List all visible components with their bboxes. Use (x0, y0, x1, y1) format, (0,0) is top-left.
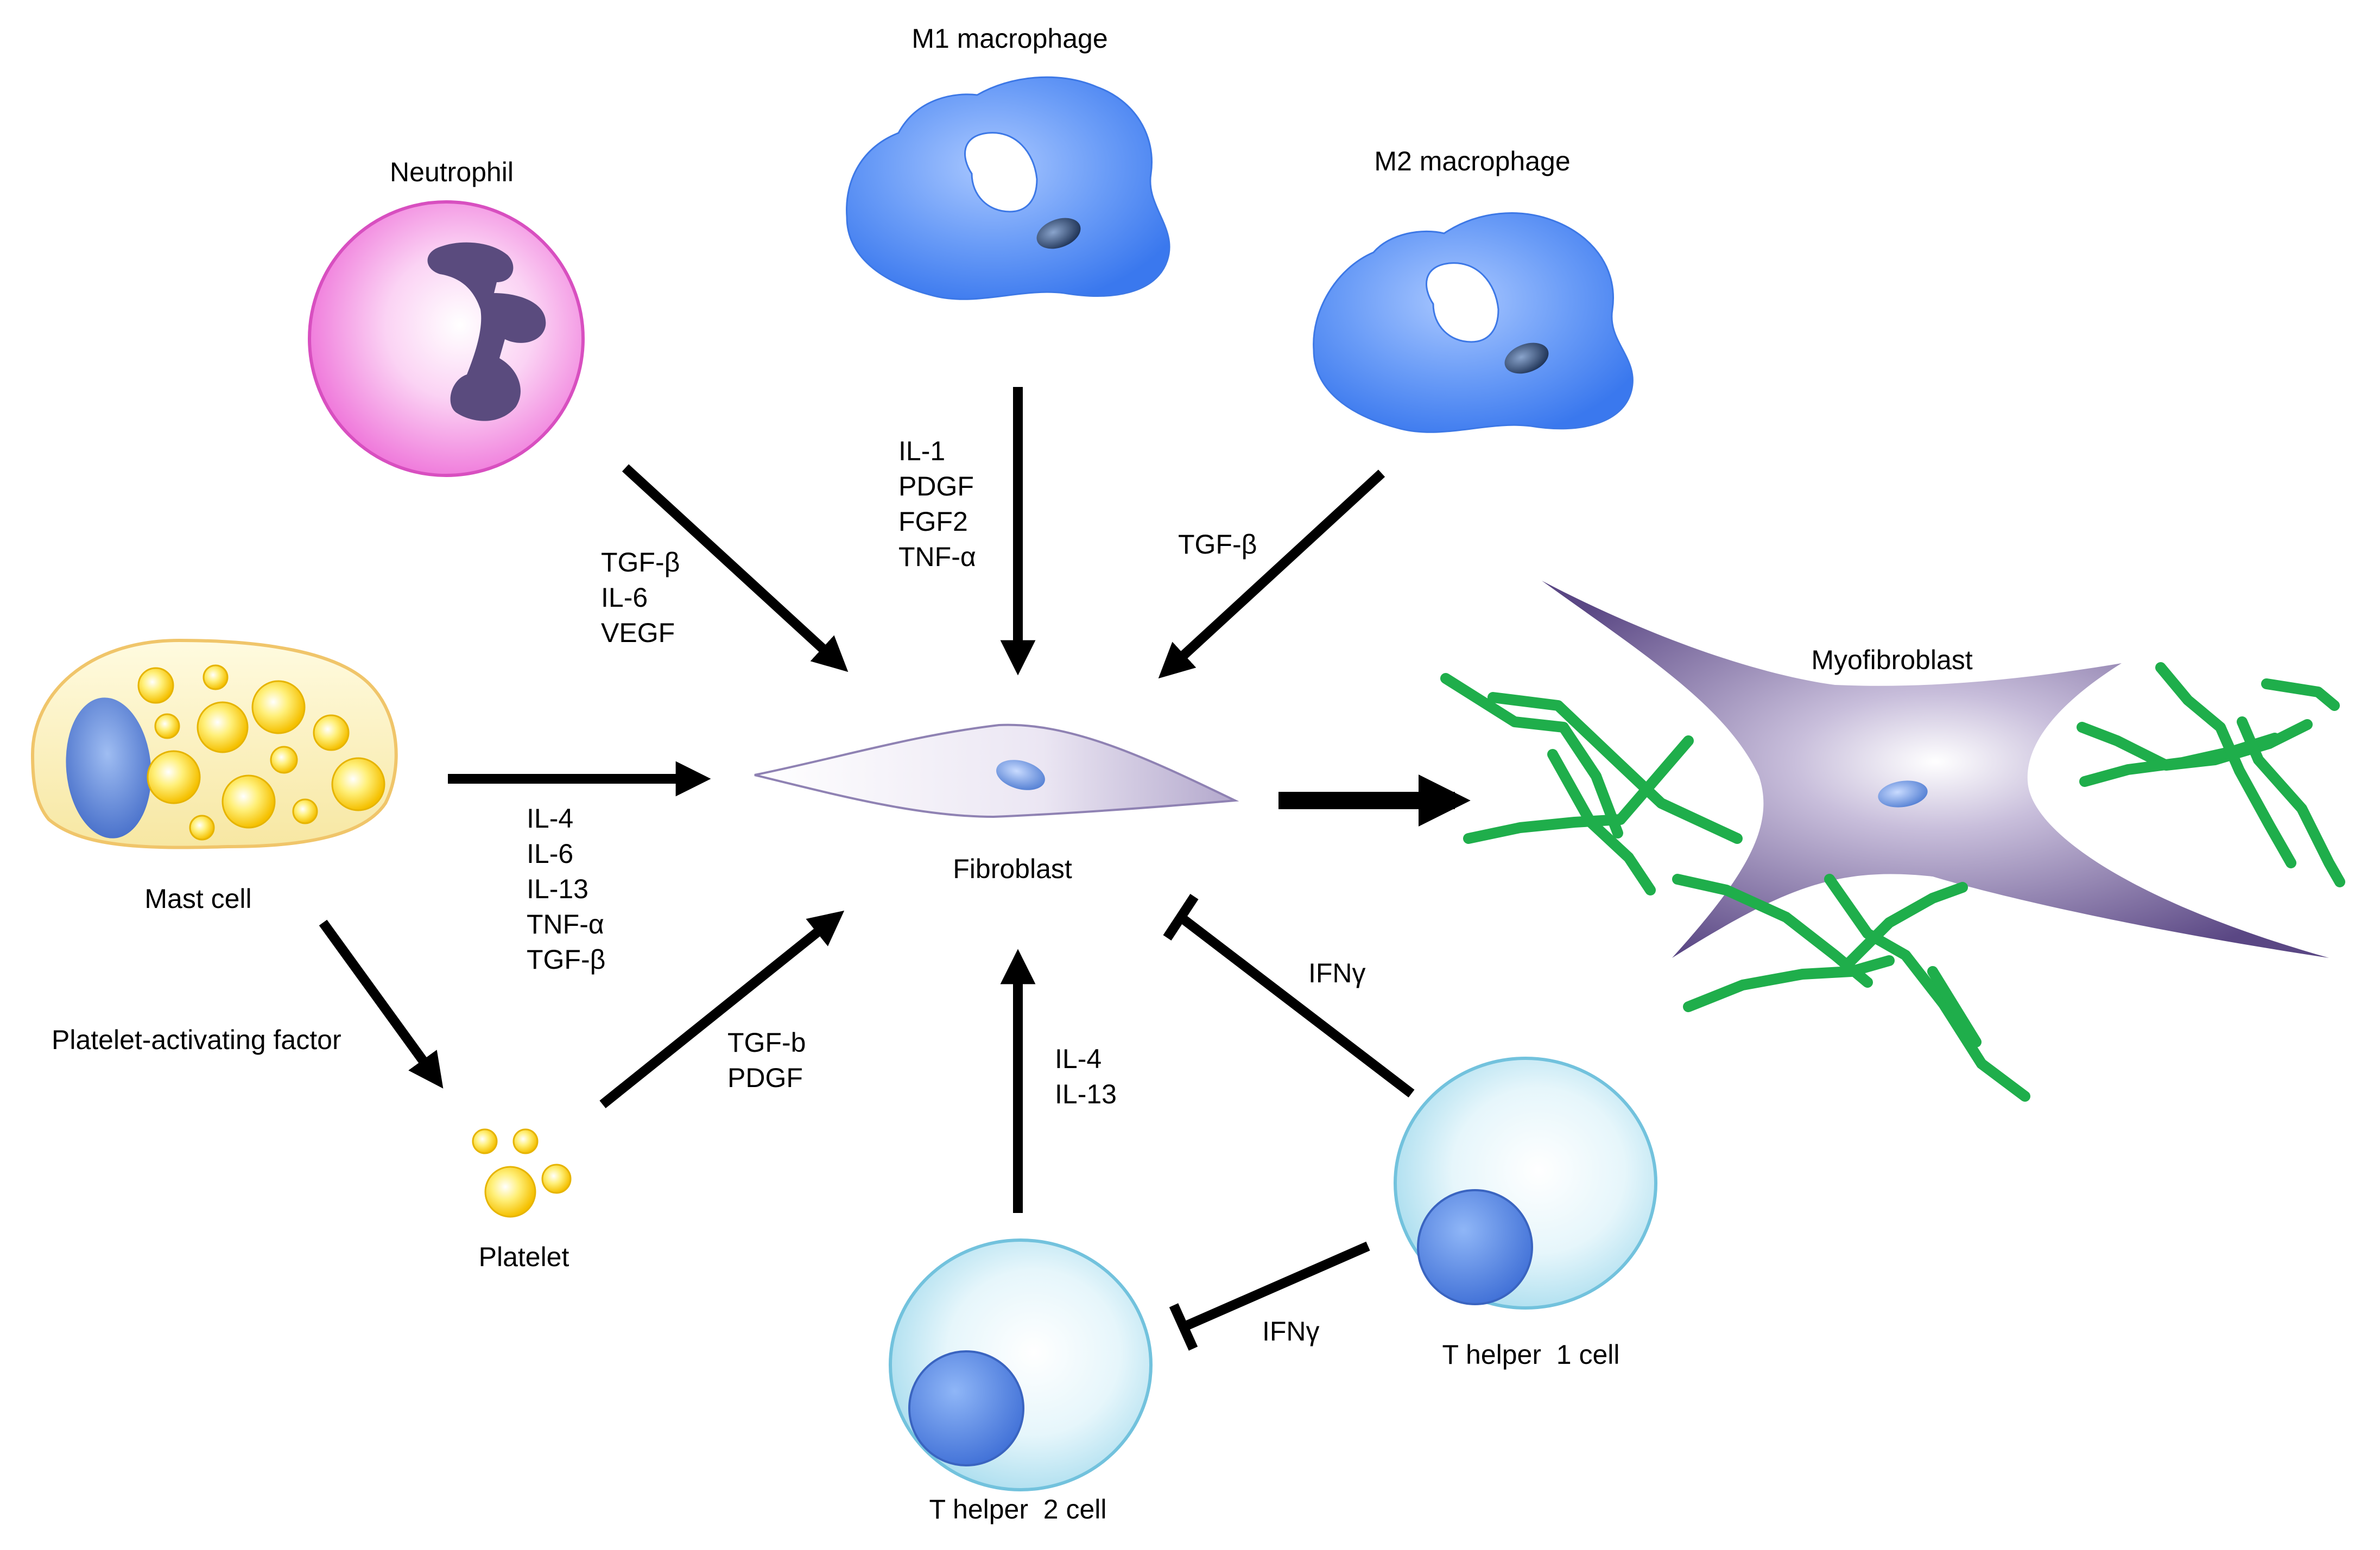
arrows (319, 387, 1471, 1351)
factors-neutrophil-to-fibroblast: TGF-β IL-6 VEGF (601, 547, 680, 648)
factor-label: FGF2 (898, 506, 968, 537)
factor-label: TGF-b (727, 1027, 806, 1058)
label-t-helper-1-cell: T helper 1 cell (1442, 1339, 1619, 1370)
arrow-platelet-to-fibroblast (599, 910, 845, 1109)
label-m1-macrophage: M1 macrophage (912, 23, 1107, 54)
factor-label: TGF-β (601, 547, 680, 577)
factor-label: TGF-β (1178, 529, 1257, 560)
m1-macrophage-cell (846, 76, 1170, 300)
label-platelet: Platelet (479, 1242, 569, 1272)
t-helper-2-cell (889, 1238, 1153, 1491)
collagen-fibers (1440, 662, 2345, 1102)
arrow-m2-to-fibroblast (1158, 469, 1385, 679)
factor-label: TNF-α (527, 909, 604, 939)
factor-label: Platelet-activating factor (52, 1025, 341, 1055)
factors-mast-to-platelet: Platelet-activating factor (52, 1025, 341, 1055)
factor-label: VEGF (601, 618, 675, 648)
label-fibroblast: Fibroblast (953, 854, 1072, 884)
factor-label: TGF-β (527, 944, 605, 975)
arrow-mast-to-platelet (319, 919, 444, 1089)
factor-label: PDGF (727, 1063, 803, 1093)
fibroblast-cell (754, 723, 1239, 818)
label-mast-cell: Mast cell (144, 884, 251, 914)
inhibit-th1-to-th2-bar (1169, 1303, 1198, 1351)
factor-label: PDGF (898, 471, 974, 501)
inhibit-th1-to-th2 (1181, 1241, 1370, 1332)
mast-cell (30, 638, 398, 849)
factor-label: IL-13 (1055, 1079, 1117, 1109)
neutrophil-cell (308, 200, 585, 477)
inhibit-th1-to-fibroblast (1178, 913, 1415, 1098)
inhibit-th1-to-fibroblast-bar (1163, 894, 1199, 941)
factor-label: IL-4 (527, 803, 573, 834)
factor-label: IL-1 (898, 436, 945, 466)
factor-label: IFNγ (1262, 1316, 1320, 1346)
factor-label: TNF-α (898, 542, 976, 572)
factors-th2-to-fibroblast: IL-4 IL-13 (1055, 1044, 1117, 1109)
myofibroblast-cell (1542, 581, 2329, 958)
factors-platelet-to-fibroblast: TGF-b PDGF (727, 1027, 806, 1093)
factors-th1-inhibits-fibroblast: IFNγ (1308, 958, 1366, 988)
factors-m2-to-fibroblast: TGF-β (1178, 529, 1257, 560)
label-myofibroblast: Myofibroblast (1811, 645, 1972, 675)
factor-label: IL-4 (1055, 1044, 1102, 1074)
label-neutrophil: Neutrophil (390, 157, 514, 187)
factor-label: IFNγ (1308, 958, 1366, 988)
factors-mast-to-fibroblast: IL-4 IL-6 IL-13 TNF-α TGF-β (527, 803, 605, 975)
label-m2-macrophage: M2 macrophage (1374, 146, 1570, 176)
mast-cell-granules (137, 664, 385, 841)
m2-macrophage-cell (1313, 212, 1634, 433)
factors-th1-inhibits-th2: IFNγ (1262, 1316, 1320, 1346)
t-helper-1-cell (1394, 1057, 1657, 1310)
factors-m1-to-fibroblast: IL-1 PDGF FGF2 TNF-α (898, 436, 976, 572)
label-t-helper-2-cell: T helper 2 cell (929, 1494, 1106, 1524)
factor-label: IL-6 (601, 582, 648, 613)
platelet-cluster (472, 1128, 572, 1218)
factor-label: IL-6 (527, 838, 573, 869)
arrow-neutrophil-to-fibroblast (622, 464, 849, 672)
factor-label: IL-13 (527, 874, 588, 904)
